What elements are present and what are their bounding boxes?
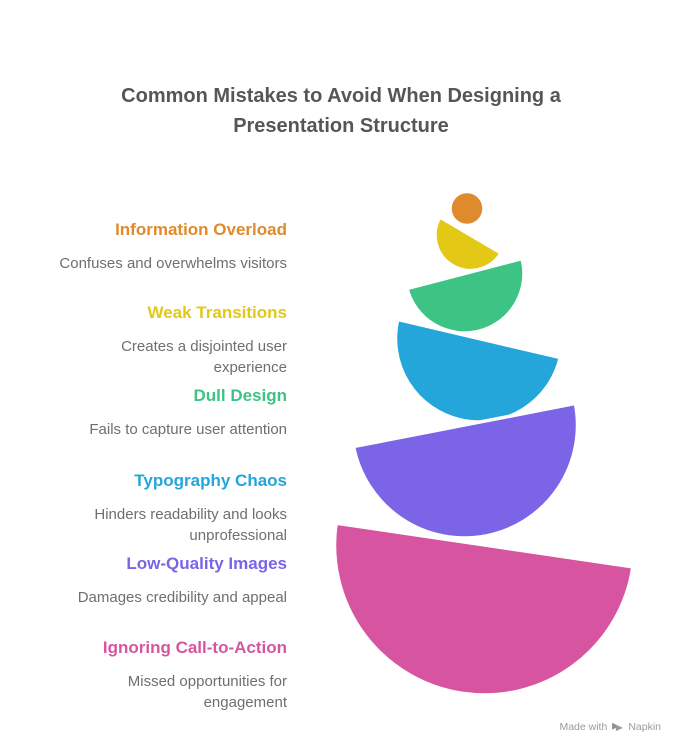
napkin-logo-icon xyxy=(612,722,624,732)
list-item-dull-design: Dull Design Fails to capture user attent… xyxy=(47,385,287,440)
item-label: Low-Quality Images xyxy=(126,554,287,573)
watermark-brand: Napkin xyxy=(628,721,661,733)
page-title: Common Mistakes to Avoid When Designing … xyxy=(0,81,682,141)
watermark-prefix: Made with xyxy=(559,721,608,733)
mistake-list: Information Overload Confuses and overwh… xyxy=(47,0,287,756)
item-label: Dull Design xyxy=(193,386,287,405)
stack-segment-3 xyxy=(393,317,563,424)
item-description: Missed opportunities for engagement xyxy=(127,673,287,711)
item-description: Damages credibility and appeal xyxy=(77,589,287,606)
list-item-typography-chaos: Typography Chaos Hinders readability and… xyxy=(47,470,287,546)
list-item-ignoring-call-to-action: Ignoring Call-to-Action Missed opportuni… xyxy=(47,637,287,713)
stack-segment-5 xyxy=(332,521,635,697)
stack-segment-0 xyxy=(448,189,486,228)
list-item-low-quality-images: Low-Quality Images Damages credibility a… xyxy=(47,553,287,608)
napkin-watermark[interactable]: Made with Napkin xyxy=(559,719,661,735)
item-label: Weak Transitions xyxy=(147,303,287,322)
item-description: Creates a disjointed user experience xyxy=(121,338,287,376)
list-item-weak-transitions: Weak Transitions Creates a disjointed us… xyxy=(47,302,287,378)
item-description: Hinders readability and looks unprofessi… xyxy=(94,506,287,544)
item-label: Typography Chaos xyxy=(134,471,287,490)
stack-segment-4 xyxy=(351,401,580,540)
item-label: Information Overload xyxy=(115,220,287,239)
item-description: Confuses and overwhelms visitors xyxy=(59,255,287,272)
stack-segment-2 xyxy=(405,256,526,335)
item-label: Ignoring Call-to-Action xyxy=(102,638,287,657)
item-description: Fails to capture user attention xyxy=(89,421,287,438)
page-title-text: Common Mistakes to Avoid When Designing … xyxy=(121,85,561,137)
list-item-information-overload: Information Overload Confuses and overwh… xyxy=(47,219,287,274)
stack-segment-1 xyxy=(433,215,503,273)
